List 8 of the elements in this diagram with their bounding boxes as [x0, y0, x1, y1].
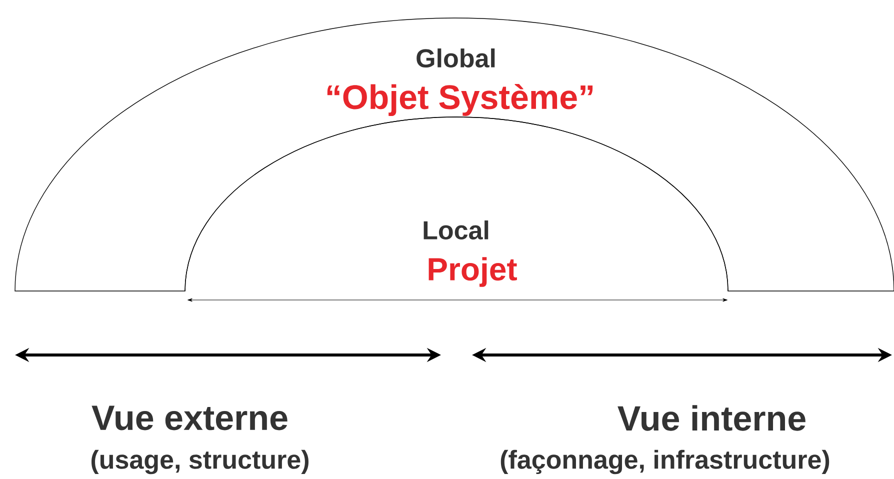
view-label: (façonnage, infrastructure) — [500, 450, 830, 474]
node-label: Projet — [428, 257, 517, 287]
node-label: Local — [424, 220, 488, 240]
view-label: Vue externe — [92, 406, 288, 430]
node-label: Global — [416, 48, 495, 68]
view-label: (usage, structure) — [92, 450, 308, 474]
node-label: “Objet Système” — [327, 84, 593, 116]
view-label: Vue interne — [618, 405, 806, 431]
